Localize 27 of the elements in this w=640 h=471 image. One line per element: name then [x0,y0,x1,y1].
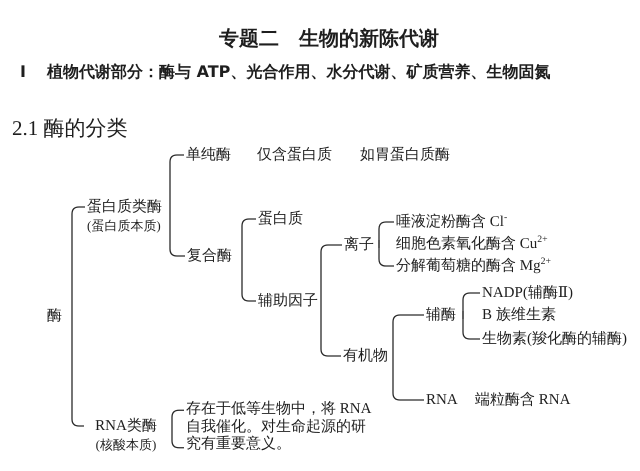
example-label: 细胞色素氧化酶含 Cu$^{2+}$ [396,235,548,253]
category-label: 单纯酶 [186,146,231,164]
description-text: 存在于低等生物中，将 RNA自我催化。对生命起源的研究有重要意义。 [186,401,372,454]
category-label: 辅酶 [426,306,456,324]
example-label: B 族维生素 [482,306,556,324]
category-label: 离子 [344,236,374,254]
subsection-heading: 2.1 酶的分类 [12,116,128,140]
note-text: 如胃蛋白质酶 [360,146,450,164]
parenthetical-note: (核酸本质) [94,437,158,453]
parenthetical-note: (蛋白质本质) [87,218,162,234]
category-label: RNA类酶 [94,417,158,435]
category-label: 蛋白质 [258,210,303,228]
example-label: NADP(辅酶Ⅱ) [482,284,574,302]
example-label: 分解葡萄糖的酶含 Mg$^{2+}$ [396,257,551,275]
category-label: 复合酶 [187,247,232,265]
example-label: 生物素(羧化酶的辅酶) [482,330,627,348]
note-text: 仅含蛋白质 [257,146,332,164]
section-number: I [20,62,26,82]
category-label: 蛋白质类酶 [87,198,162,216]
category-label: 有机物 [343,347,388,365]
page-title: 专题二 生物的新陈代谢 [219,27,439,49]
category-label: RNA [426,391,458,409]
example-label: 唾液淀粉酶含 Cl$^{-}$ [396,213,508,231]
note-text: 端粒酶含 RNA [475,391,570,409]
section-heading: 植物代谢部分：酶与 ATP、光合作用、水分代谢、矿质营养、生物固氮 [47,62,550,82]
category-label: 酶 [47,307,62,325]
category-label: 辅助因子 [258,292,318,310]
